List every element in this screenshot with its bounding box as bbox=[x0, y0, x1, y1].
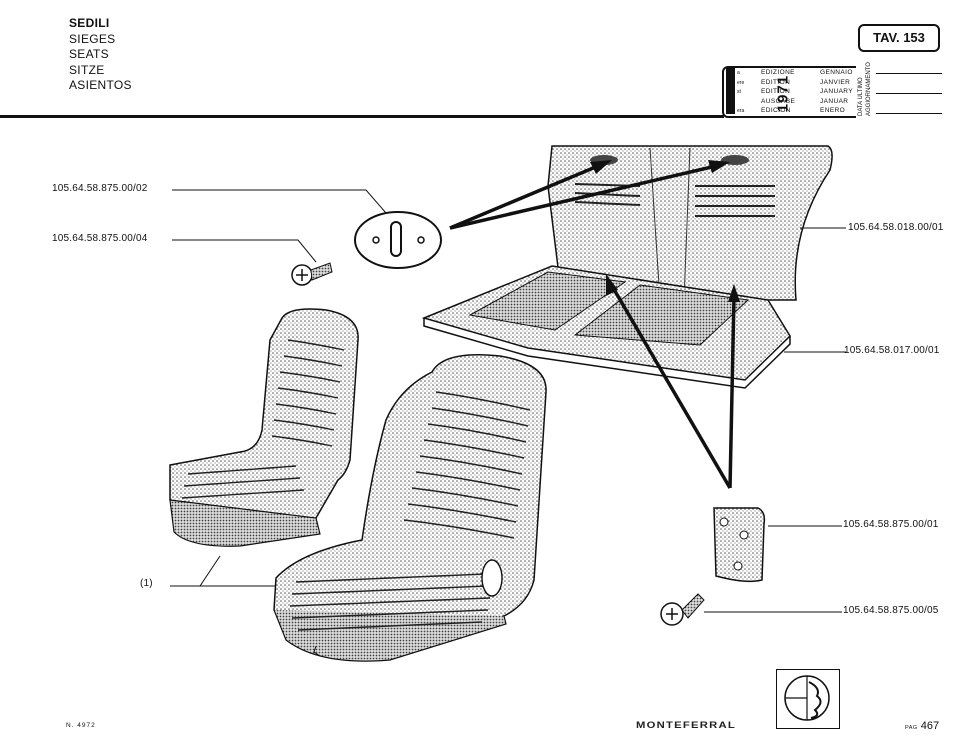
clip-icon bbox=[354, 211, 442, 269]
edition-month: GENNAIO bbox=[820, 69, 853, 76]
publisher-logo: MONTEFERRAL bbox=[636, 720, 736, 730]
seat-titles: SEDILI SIEGES SEATS SITZE ASIENTOS bbox=[69, 16, 132, 94]
screw-icon bbox=[291, 262, 333, 286]
edition-label: EDITION bbox=[761, 88, 791, 96]
edition-number bbox=[726, 68, 735, 114]
reference-marker: (1) bbox=[140, 578, 153, 589]
edition-months: GENNAIO JANVIER JANUARY JANUAR ENERO bbox=[820, 68, 853, 116]
update-line bbox=[876, 113, 942, 114]
edition-ordinal: ere bbox=[737, 80, 745, 86]
title-italian: SEDILI bbox=[69, 16, 110, 30]
edition-ordinal: era bbox=[737, 108, 745, 114]
part-number-backrest: 105.64.58.018.00/01 bbox=[848, 222, 944, 233]
title-german: SITZE bbox=[69, 62, 105, 77]
update-line bbox=[876, 93, 942, 94]
bracket-icon bbox=[713, 507, 766, 583]
edition-ordinal: a bbox=[737, 70, 740, 76]
page-number-value: 467 bbox=[920, 720, 940, 732]
edition-month: JANUAR bbox=[820, 97, 849, 105]
edition-labels: EDIZIONE EDITION EDITION AUSGABE EDICION bbox=[761, 68, 795, 116]
front-seat-left bbox=[169, 308, 359, 547]
update-line bbox=[876, 73, 942, 74]
edition-month: JANVIER bbox=[820, 78, 851, 86]
edition-label: AUSGABE bbox=[761, 97, 796, 105]
part-number-cushion: 105.64.58.017.00/01 bbox=[844, 345, 940, 356]
edition-label: EDITION bbox=[761, 78, 791, 86]
document-number: N. 4972 bbox=[66, 722, 96, 729]
edition-box bbox=[722, 66, 856, 118]
leader-lines bbox=[170, 189, 846, 613]
title-french: SIEGES bbox=[69, 31, 116, 46]
edition-ordinal: st bbox=[737, 89, 741, 95]
header-rule bbox=[0, 115, 724, 118]
part-number-screw-small: 105.64.58.875.00/04 bbox=[52, 233, 148, 244]
table-reference: TAV. 153 bbox=[858, 24, 940, 52]
edition-month: ENERO bbox=[820, 107, 846, 115]
screw-icon bbox=[660, 593, 705, 626]
front-seat-right bbox=[273, 353, 547, 662]
page-label: PAG bbox=[905, 725, 918, 731]
edition-label: EDICION bbox=[761, 107, 791, 115]
alfa-romeo-emblem bbox=[776, 669, 840, 729]
part-number-clip: 105.64.58.875.00/02 bbox=[52, 183, 148, 194]
reference-arrows bbox=[449, 160, 740, 489]
rear-cushion bbox=[421, 265, 791, 389]
edition-month: JANUARY bbox=[820, 88, 854, 96]
page-number: PAG 467 bbox=[905, 720, 939, 732]
title-english: SEATS bbox=[69, 47, 109, 61]
edition-label: EDIZIONE bbox=[761, 69, 795, 76]
title-spanish: ASIENTOS bbox=[69, 78, 132, 92]
part-number-screw-large: 105.64.58.875.00/05 bbox=[843, 605, 939, 616]
part-number-bracket: 105.64.58.875.00/01 bbox=[843, 519, 939, 530]
